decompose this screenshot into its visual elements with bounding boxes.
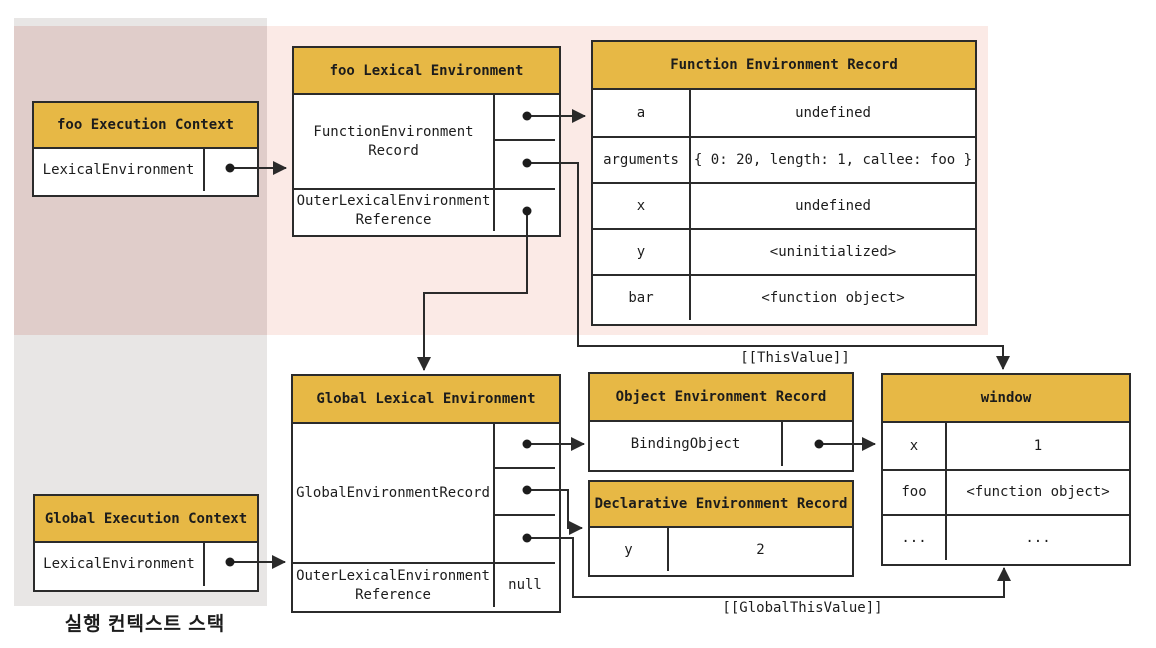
binding-object-label: BindingObject: [590, 422, 783, 466]
row-divider: [293, 562, 555, 564]
record-key: bar: [593, 274, 691, 320]
execution-context-stack-label: 실행 컨텍스트 스택: [64, 614, 226, 635]
record-key: foo: [883, 468, 947, 515]
record-key: arguments: [593, 136, 691, 182]
lexical-environment-label: LexicalEnvironment: [35, 543, 205, 586]
pointer-cell: [205, 149, 257, 191]
window-rows: x 1 foo <function object> ... ...: [883, 423, 1129, 560]
object-environment-record-box: Object Environment Record BindingObject: [588, 372, 854, 472]
label-line: FunctionEnvironment: [313, 123, 474, 140]
global-lexical-environment-box: Global Lexical Environment GlobalEnviron…: [291, 374, 561, 613]
foo-lexical-environment-title: foo Lexical Environment: [294, 48, 559, 95]
outer-lexical-environment-reference-label: OuterLexicalEnvironment Reference: [294, 190, 493, 231]
declarative-environment-record-title: Declarative Environment Record: [590, 482, 852, 528]
record-key: y: [593, 228, 691, 274]
global-environment-record-label: GlobalEnvironmentRecord: [296, 484, 490, 501]
object-environment-record-title: Object Environment Record: [590, 374, 852, 422]
lexical-environment-row: LexicalEnvironment: [35, 543, 257, 586]
row-divider: [294, 188, 555, 190]
divider: [493, 95, 495, 231]
outer-lexical-environment-reference-label: OuterLexicalEnvironment Reference: [293, 564, 493, 607]
foo-lexical-environment-box: foo Lexical Environment FunctionEnvironm…: [292, 46, 561, 237]
record-key: x: [883, 423, 947, 469]
foo-execution-context-box: foo Execution Context LexicalEnvironment: [32, 101, 259, 197]
global-lexical-environment-title: Global Lexical Environment: [293, 376, 559, 424]
record-value: undefined: [795, 105, 871, 121]
label-line: OuterLexicalEnvironment: [296, 567, 490, 584]
record-value: { 0: 20, length: 1, callee: foo }: [691, 136, 975, 182]
label-line: Reference: [355, 586, 431, 603]
divider: [493, 424, 495, 607]
record-key: a: [593, 90, 691, 136]
function-environment-record-label: FunctionEnvironment Record: [294, 95, 493, 188]
record-value: 1: [1033, 437, 1043, 454]
global-execution-context-title: Global Execution Context: [35, 496, 257, 543]
record-value: undefined: [691, 182, 975, 228]
record-value: ...: [947, 514, 1129, 560]
this-value-annotation: [[ThisValue]]: [740, 350, 850, 366]
function-environment-record-title: Function Environment Record: [593, 42, 975, 90]
lexical-environment-row: LexicalEnvironment: [34, 149, 257, 191]
record-value: <uninitialized>: [691, 228, 975, 274]
function-environment-record-table: Function Environment Record a undefined …: [591, 40, 977, 326]
global-execution-context-box: Global Execution Context LexicalEnvironm…: [33, 494, 259, 592]
declarative-environment-record-box: Declarative Environment Record y 2: [588, 480, 854, 577]
pointer-cell-divider: [495, 139, 555, 141]
record-key: ...: [883, 514, 947, 560]
declarative-environment-record-rows: y 2: [590, 528, 852, 571]
outer-reference-value: null: [508, 577, 542, 594]
pointer-cell: [783, 422, 852, 466]
window-object-table: window x 1 foo <function object> ... ...: [881, 373, 1131, 566]
lexical-environment-label: LexicalEnvironment: [34, 149, 205, 191]
label-line: Reference: [355, 211, 432, 228]
window-title: window: [883, 375, 1129, 423]
label-line: OuterLexicalEnvironment: [296, 192, 491, 209]
function-environment-record-rows: a undefined arguments { 0: 20, length: 1…: [593, 90, 975, 320]
pointer-cell: [205, 543, 257, 586]
record-key: y: [590, 528, 669, 571]
foo-execution-context-title: foo Execution Context: [34, 103, 257, 149]
record-value: <function object>: [691, 274, 975, 320]
pointer-cell-divider: [495, 514, 555, 516]
label-line: Record: [368, 142, 419, 159]
global-this-value-annotation: [[GlobalThisValue]]: [722, 600, 883, 616]
record-value: 2: [756, 541, 765, 558]
object-environment-record-rows: BindingObject: [590, 422, 852, 466]
pointer-cell-divider: [495, 467, 555, 469]
record-key: x: [593, 182, 691, 228]
record-value: <function object>: [947, 468, 1129, 515]
